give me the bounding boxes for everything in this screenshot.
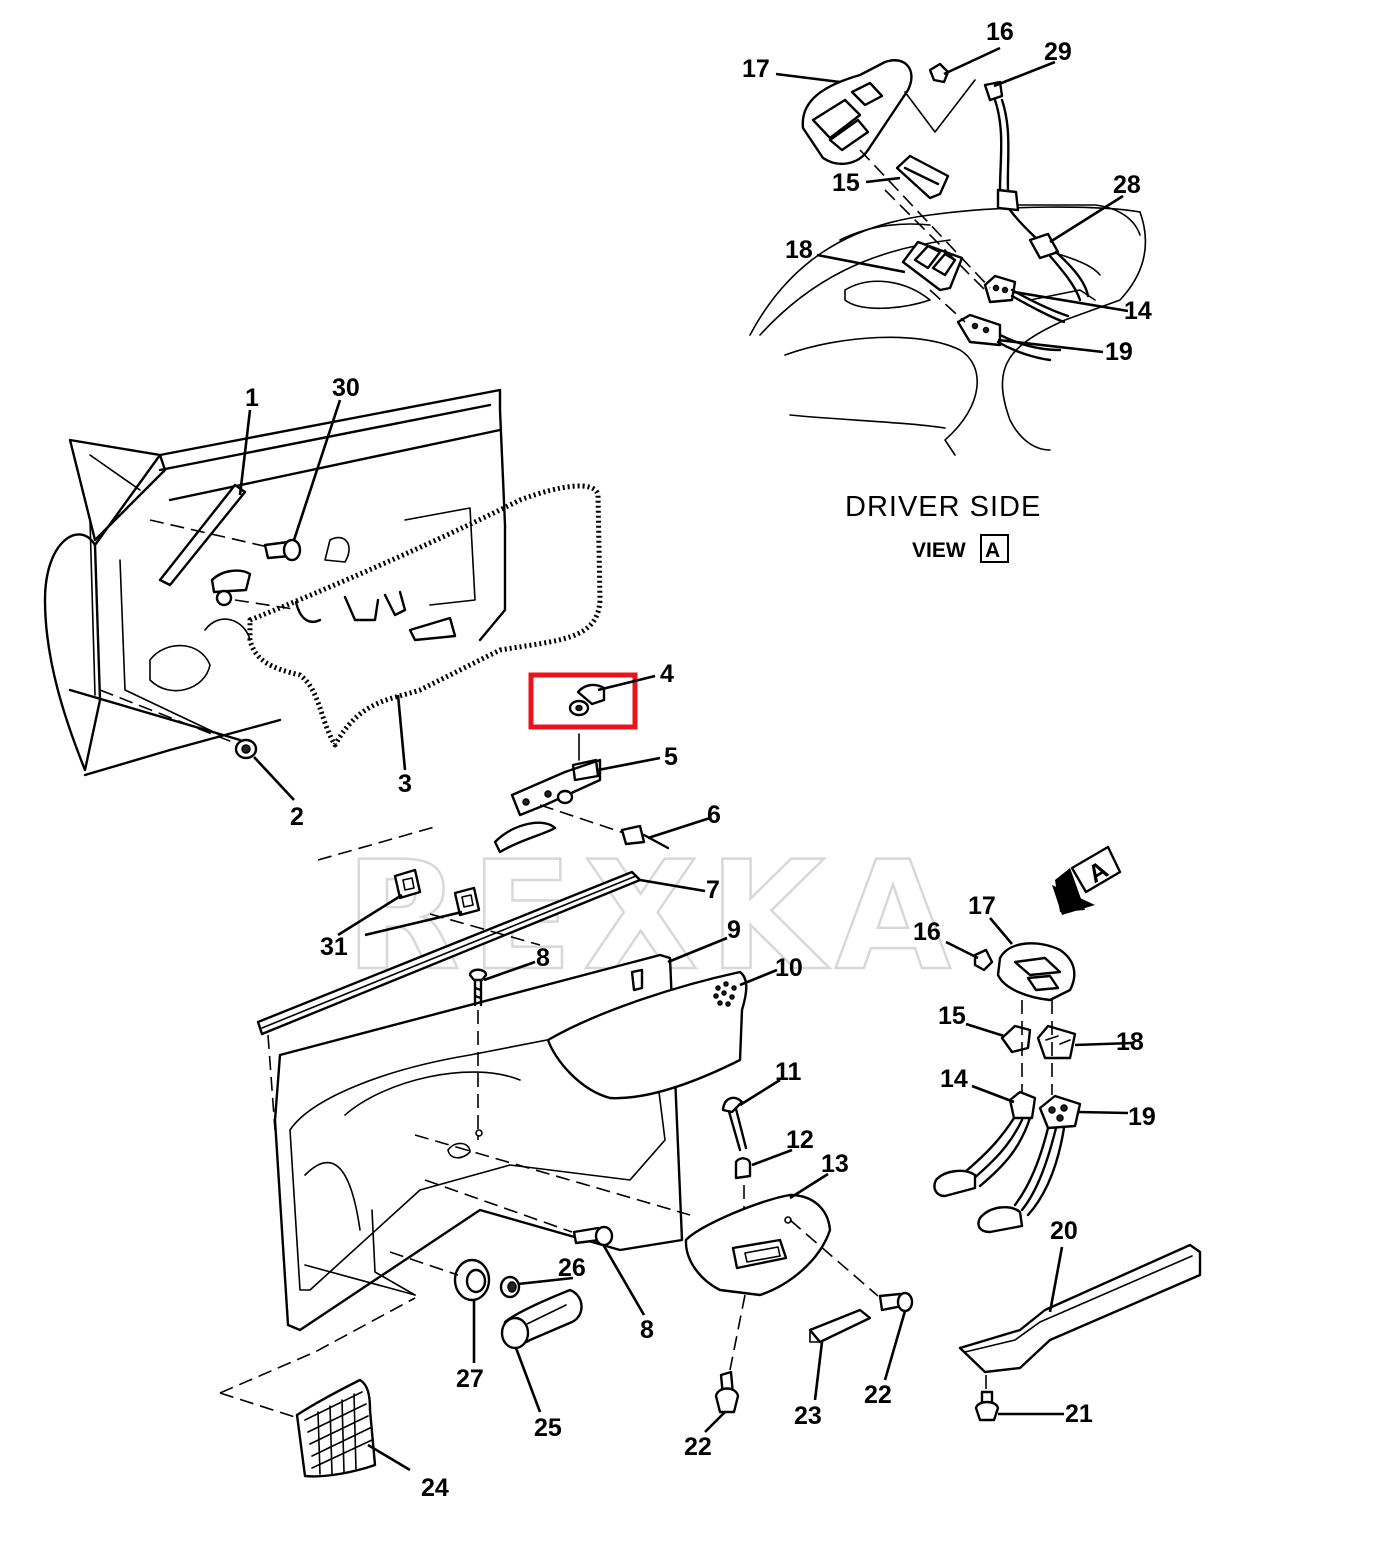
callout-18: 18 [785, 236, 813, 264]
switch-bezel-17-exploded [996, 942, 1076, 1002]
door-shell [43, 388, 507, 777]
view-word: VIEW [912, 539, 966, 562]
callout-3: 3 [398, 770, 412, 798]
screw-22-right [896, 1291, 914, 1313]
water-deflector-3 [247, 483, 603, 748]
view-letter: A [985, 539, 1000, 562]
screw-30 [282, 538, 302, 562]
callout-7: 7 [706, 876, 720, 904]
bracket-12 [734, 1157, 752, 1180]
callout-14: 14 [1124, 297, 1152, 325]
callout-15: 15 [832, 169, 860, 197]
callout-9: 9 [727, 916, 741, 944]
callout-10: 10 [775, 954, 803, 982]
callout-11: 11 [775, 1058, 802, 1086]
callout-13: 13 [821, 1150, 849, 1178]
callout-27: 27 [456, 1365, 484, 1393]
callout-22-lower: 22 [684, 1433, 712, 1461]
mirror [68, 438, 167, 542]
callout-24: 24 [421, 1474, 449, 1502]
callout-23: 23 [794, 1402, 822, 1430]
callout-19: 19 [1105, 338, 1133, 366]
connector-19-exploded [1038, 1094, 1082, 1130]
callout-25: 25 [534, 1414, 562, 1442]
callout-15-exploded: 15 [938, 1002, 966, 1030]
speaker-grille-24 [295, 1378, 377, 1478]
connector-14 [983, 274, 1017, 304]
callout-5: 5 [664, 743, 678, 771]
insert-23 [808, 1308, 872, 1344]
callout-8-lower: 8 [640, 1316, 654, 1344]
screw-21 [974, 1400, 1000, 1422]
screw-22-lower [714, 1387, 740, 1414]
callout-12: 12 [786, 1126, 814, 1154]
clips-31 [393, 868, 481, 917]
callout-30: 30 [332, 374, 360, 402]
callout-21: 21 [1065, 1400, 1093, 1428]
callout-18-exploded: 18 [1116, 1028, 1144, 1056]
push-pin-6 [620, 824, 646, 846]
switch-18-exploded [1036, 1024, 1077, 1060]
callout-2: 2 [290, 803, 304, 831]
view-caption: DRIVER SIDE [845, 491, 1041, 523]
handle-bracket-5 [510, 758, 602, 817]
callout-28: 28 [1113, 171, 1141, 199]
clip-4 [576, 683, 606, 706]
callout-14-exploded: 14 [940, 1065, 968, 1093]
handle-lever [493, 821, 557, 854]
callout-22-right: 22 [864, 1381, 892, 1409]
callout-4: 4 [660, 660, 674, 688]
connector-19 [956, 313, 1002, 347]
screw-8-top [468, 968, 488, 982]
callout-26: 26 [558, 1254, 586, 1282]
leader-lines [238, 46, 1133, 1472]
connector-14-exploded [1008, 1090, 1037, 1120]
console-view-a [749, 59, 1147, 456]
callout-19-exploded: 19 [1128, 1103, 1156, 1131]
highlight-box [528, 672, 638, 730]
callout-8-top: 8 [536, 944, 550, 972]
callout-31: 31 [320, 933, 348, 961]
view-letter-box [980, 534, 1009, 563]
speaker-holes [713, 981, 737, 1007]
callout-29: 29 [1044, 38, 1072, 66]
connector-28 [1028, 232, 1060, 260]
callout-6: 6 [707, 801, 721, 829]
clip-16 [928, 62, 950, 84]
callout-16: 16 [986, 18, 1014, 46]
rod-11 [721, 1096, 744, 1114]
callout-labels: 1 30 2 3 4 5 6 7 8 9 10 31 11 12 13 8 26… [245, 18, 1156, 1502]
callout-17-exploded: 17 [968, 892, 996, 920]
connector-29 [983, 80, 1004, 102]
view-a-flag [1070, 845, 1122, 894]
callout-16-exploded: 16 [913, 918, 941, 946]
switch-15-exploded [1000, 1024, 1032, 1054]
callout-1: 1 [245, 384, 259, 412]
clip-16-exploded [973, 948, 994, 972]
regulator-1 [158, 483, 247, 587]
callout-20: 20 [1050, 1217, 1078, 1245]
armrest-pad-10 [546, 970, 748, 1100]
callout-17: 17 [742, 55, 770, 83]
armrest-molding-20 [958, 1243, 1202, 1374]
screw-8-lower [594, 1225, 614, 1247]
